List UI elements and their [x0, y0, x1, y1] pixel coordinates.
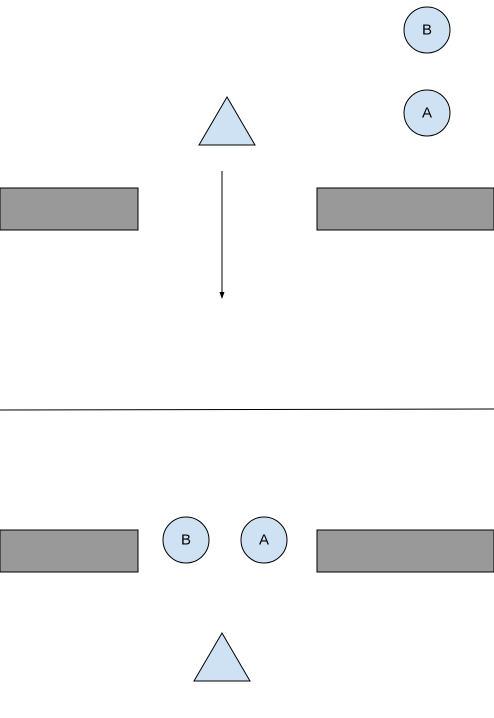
top-token-a: A — [403, 89, 451, 137]
bottom-token-a-label: A — [259, 532, 269, 549]
top-token-a-label: A — [422, 105, 432, 122]
top-token-b: B — [403, 6, 451, 54]
bottom-token-a: A — [240, 516, 288, 564]
bottom-right-wall — [316, 529, 494, 573]
bottom-token-b-label: B — [181, 532, 191, 549]
bottom-token-b: B — [162, 516, 210, 564]
bottom-panel: B A — [0, 516, 494, 682]
down-arrow — [219, 171, 225, 299]
panel-divider — [0, 408, 494, 411]
top-token-b-circle — [403, 6, 451, 54]
bottom-triangle-marker — [193, 632, 251, 682]
bottom-left-wall — [0, 529, 139, 573]
top-token-b-label: B — [422, 22, 432, 39]
top-left-wall — [0, 187, 139, 231]
top-token-a-circle — [403, 89, 451, 137]
bottom-token-a-circle — [240, 516, 288, 564]
top-triangle-marker — [198, 96, 256, 146]
top-panel: B A — [0, 6, 494, 299]
top-right-wall — [316, 187, 494, 231]
bottom-token-b-circle — [162, 516, 210, 564]
down-arrow-head — [219, 292, 225, 299]
